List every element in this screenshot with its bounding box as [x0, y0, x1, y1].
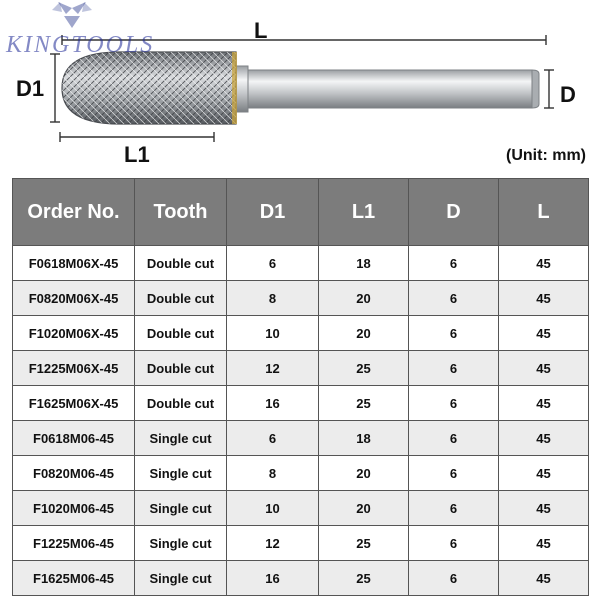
cell-l: 45 — [498, 490, 589, 526]
cell-order-no: F0618M06X-45 — [12, 245, 135, 281]
table-row: F0618M06X-45 Double cut 6 18 6 45 — [12, 245, 589, 281]
cell-d1: 6 — [226, 245, 319, 281]
cell-d: 6 — [408, 455, 499, 491]
dimension-line-D1 — [50, 53, 60, 123]
header-order-no: Order No. — [12, 178, 135, 246]
dimension-line-L — [61, 35, 547, 45]
cell-tooth: Double cut — [134, 385, 227, 421]
cell-tooth: Single cut — [134, 525, 227, 561]
cell-l1: 20 — [318, 490, 409, 526]
cell-l1: 25 — [318, 560, 409, 596]
cell-tooth: Single cut — [134, 420, 227, 456]
cell-l: 45 — [498, 525, 589, 561]
cell-d1: 8 — [226, 280, 319, 316]
table-row: F0820M06-45 Single cut 8 20 6 45 — [12, 455, 589, 491]
cell-tooth: Double cut — [134, 350, 227, 386]
cell-l1: 20 — [318, 280, 409, 316]
cell-l: 45 — [498, 560, 589, 596]
cell-d1: 8 — [226, 455, 319, 491]
cell-order-no: F0618M06-45 — [12, 420, 135, 456]
dimension-line-D — [544, 69, 554, 109]
cell-order-no: F0820M06X-45 — [12, 280, 135, 316]
table-row: F1225M06-45 Single cut 12 25 6 45 — [12, 525, 589, 561]
tool-dimension-diagram: KINGTOOLS L D1 L1 D (Unit: mm) — [0, 0, 600, 170]
cell-d1: 16 — [226, 385, 319, 421]
cell-l1: 25 — [318, 350, 409, 386]
table-row: F1020M06X-45 Double cut 10 20 6 45 — [12, 315, 589, 351]
table-row: F1625M06-45 Single cut 16 25 6 45 — [12, 560, 589, 596]
brand-logo-text: KINGTOOLS — [6, 32, 155, 58]
cell-l: 45 — [498, 280, 589, 316]
table-header-row: Order No. Tooth D1 L1 D L — [12, 178, 589, 246]
cell-d: 6 — [408, 245, 499, 281]
label-L1: L1 — [124, 142, 150, 167]
label-D: D — [560, 82, 576, 107]
label-D1: D1 — [16, 76, 45, 101]
cell-tooth: Double cut — [134, 315, 227, 351]
table-row: F0618M06-45 Single cut 6 18 6 45 — [12, 420, 589, 456]
unit-note: (Unit: mm) — [506, 147, 586, 164]
cell-d1: 16 — [226, 560, 319, 596]
cell-l: 45 — [498, 455, 589, 491]
cell-order-no: F1625M06X-45 — [12, 385, 135, 421]
header-l: L — [498, 178, 589, 246]
cell-order-no: F1625M06-45 — [12, 560, 135, 596]
cell-tooth: Single cut — [134, 490, 227, 526]
cell-order-no: F1225M06-45 — [12, 525, 135, 561]
cell-d: 6 — [408, 490, 499, 526]
header-d: D — [408, 178, 499, 246]
cell-l1: 18 — [318, 245, 409, 281]
cell-l1: 18 — [318, 420, 409, 456]
logo-emblem-icon — [52, 2, 92, 28]
table-row: F1225M06X-45 Double cut 12 25 6 45 — [12, 350, 589, 386]
shank — [235, 69, 533, 109]
cell-tooth: Single cut — [134, 560, 227, 596]
cell-d: 6 — [408, 280, 499, 316]
table-row: F1020M06-45 Single cut 10 20 6 45 — [12, 490, 589, 526]
cell-tooth: Double cut — [134, 245, 227, 281]
dimension-line-L1 — [59, 132, 215, 142]
cell-l: 45 — [498, 315, 589, 351]
header-l1: L1 — [318, 178, 409, 246]
cell-l: 45 — [498, 245, 589, 281]
label-L: L — [254, 18, 268, 43]
cell-d1: 10 — [226, 315, 319, 351]
cell-tooth: Double cut — [134, 280, 227, 316]
cell-l: 45 — [498, 350, 589, 386]
cell-l1: 25 — [318, 525, 409, 561]
cell-order-no: F1020M06-45 — [12, 490, 135, 526]
cell-d: 6 — [408, 560, 499, 596]
cell-d1: 6 — [226, 420, 319, 456]
cell-d: 6 — [408, 420, 499, 456]
cell-tooth: Single cut — [134, 455, 227, 491]
burr-drawing — [50, 2, 554, 142]
cell-l1: 20 — [318, 315, 409, 351]
spec-table: Order No. Tooth D1 L1 D L F0618M06X-45 D… — [12, 178, 589, 596]
cell-l1: 25 — [318, 385, 409, 421]
cell-l1: 20 — [318, 455, 409, 491]
cell-d: 6 — [408, 350, 499, 386]
cell-l: 45 — [498, 385, 589, 421]
cell-order-no: F1225M06X-45 — [12, 350, 135, 386]
cell-order-no: F1020M06X-45 — [12, 315, 135, 351]
cell-d1: 12 — [226, 350, 319, 386]
cell-d: 6 — [408, 315, 499, 351]
cell-d1: 10 — [226, 490, 319, 526]
table-row: F0820M06X-45 Double cut 8 20 6 45 — [12, 280, 589, 316]
cell-l: 45 — [498, 420, 589, 456]
cell-d: 6 — [408, 385, 499, 421]
cell-order-no: F0820M06-45 — [12, 455, 135, 491]
header-tooth: Tooth — [134, 178, 227, 246]
cell-d1: 12 — [226, 525, 319, 561]
header-d1: D1 — [226, 178, 319, 246]
cell-d: 6 — [408, 525, 499, 561]
table-row: F1625M06X-45 Double cut 16 25 6 45 — [12, 385, 589, 421]
